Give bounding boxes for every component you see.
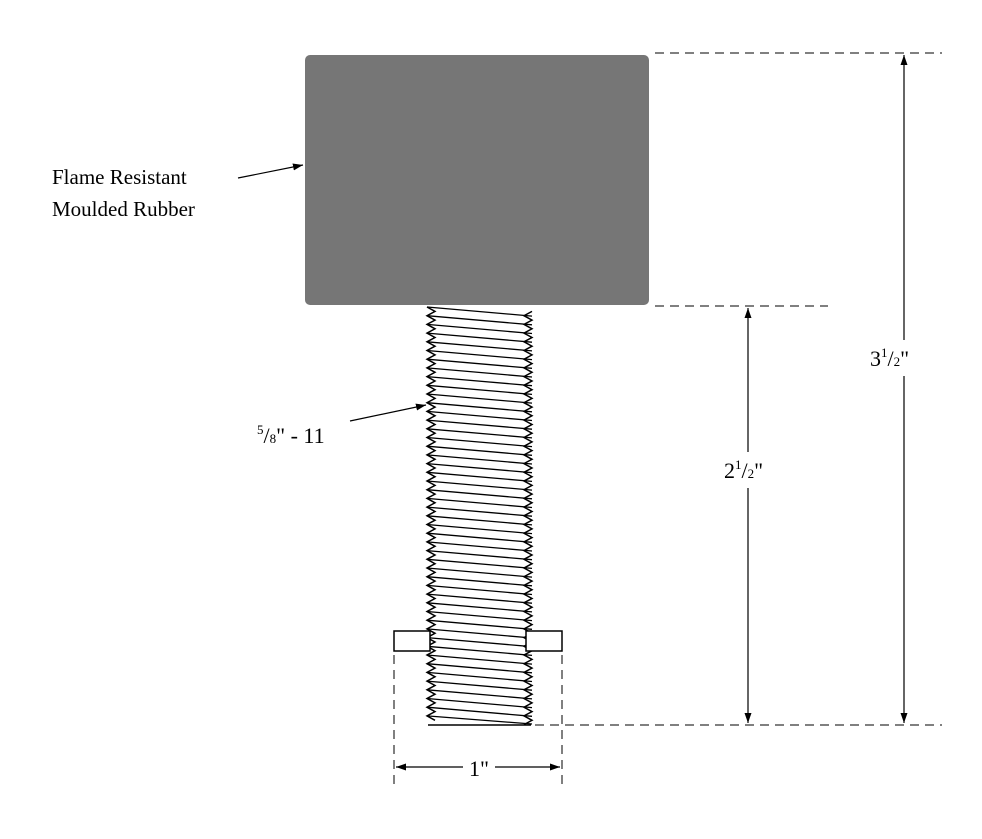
- thread-leader: [349, 403, 427, 422]
- material-label-line1: Flame Resistant: [52, 165, 187, 189]
- nut-right: [525, 630, 563, 652]
- nut-left: [393, 630, 431, 652]
- material-label-line2: Moulded Rubber: [52, 197, 195, 221]
- thread-spec-label: 5/8" - 11: [257, 422, 325, 448]
- rubber-block: [305, 55, 649, 305]
- thread-right-profile: [522, 310, 534, 726]
- thread-crest-lines: [426, 306, 533, 725]
- width-label-bg: [463, 752, 495, 782]
- material-leader: [237, 163, 304, 179]
- stud-label-bg: [720, 452, 778, 488]
- overall-label-bg: [866, 340, 942, 376]
- thread-left-profile: [425, 306, 437, 721]
- stud-length-label: 21/2": [724, 457, 763, 483]
- width-label: 1": [469, 756, 489, 781]
- overall-height-label: 31/2": [870, 345, 909, 371]
- threaded-stud: [425, 306, 534, 726]
